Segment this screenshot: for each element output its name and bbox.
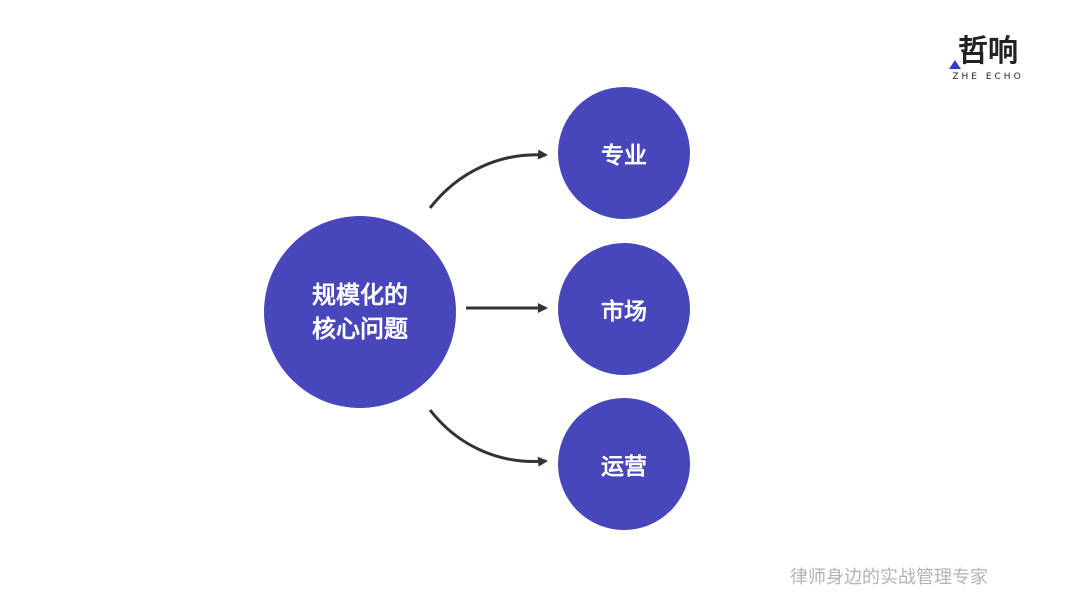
arrow-to-operations (428, 409, 548, 467)
arrow-to-professional (428, 149, 548, 209)
logo-accent-icon (949, 60, 961, 69)
footer-slogan: 律师身边的实战管理专家 (790, 567, 988, 588)
logo-text: 哲响 (958, 34, 1018, 69)
brand-logo: 哲响 ZHE ECHO (946, 34, 1036, 84)
branch-node-professional: 专业 (558, 87, 690, 219)
branch-label: 运营 (601, 454, 647, 480)
branch-node-operations: 运营 (558, 398, 690, 530)
core-question-line2: 核心问题 (312, 315, 408, 343)
logo-subtext: ZHE ECHO (952, 72, 1024, 82)
core-question-node: 规模化的 核心问题 (264, 216, 456, 408)
branch-label: 市场 (601, 299, 647, 325)
core-question-line1: 规模化的 (312, 281, 408, 309)
branch-label: 专业 (601, 143, 647, 169)
branch-node-market: 市场 (558, 243, 690, 375)
